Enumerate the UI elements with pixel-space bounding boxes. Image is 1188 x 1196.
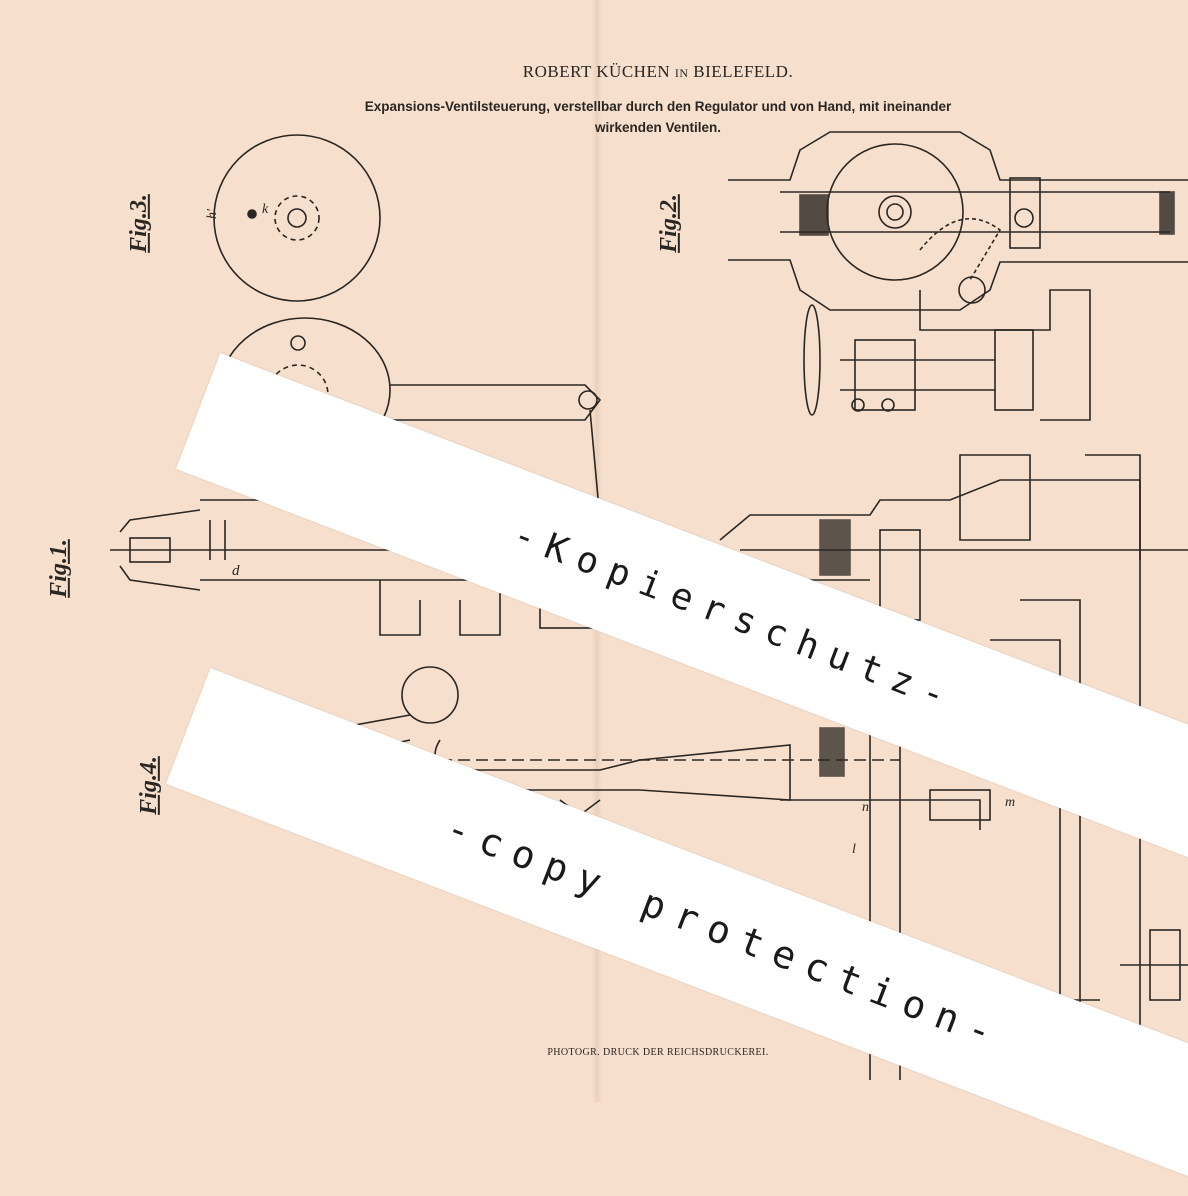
figure-label-fig1: Fig.1. — [46, 539, 73, 598]
label-n: n — [862, 800, 869, 816]
figure-label-fig4: Fig.4. — [136, 756, 163, 815]
label-k: k — [262, 202, 268, 218]
label-l: l — [852, 842, 856, 858]
label-h1: h' — [205, 209, 221, 219]
figure-label-fig3: Fig.3. — [126, 194, 153, 253]
label-d: d — [232, 563, 240, 579]
figure-label-fig2-top: Fig.2. — [656, 194, 683, 253]
label-m: m — [1005, 795, 1015, 811]
patent-sheet: ROBERT KÜCHEN IN BIELEFELD. Expansions-V… — [0, 0, 1188, 1102]
fig2-housing — [728, 132, 1188, 310]
fig3-disc — [214, 135, 380, 301]
